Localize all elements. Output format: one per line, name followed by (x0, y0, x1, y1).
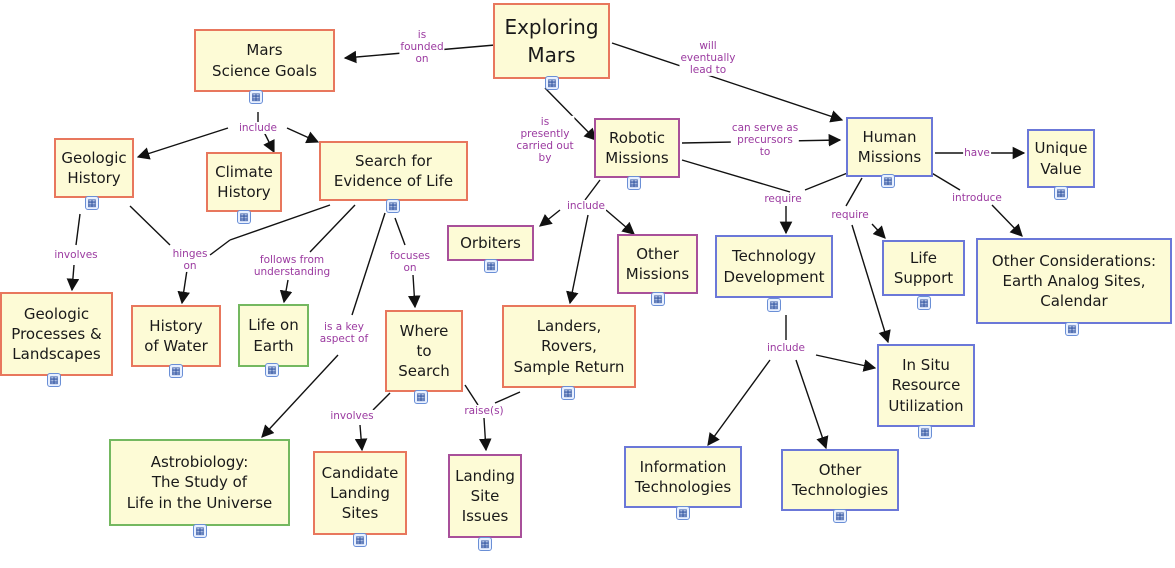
concept-label: Geologic Processes & Landscapes (11, 304, 102, 364)
concept-label: Geologic History (61, 148, 127, 187)
concept-geologic-processes[interactable]: Geologic Processes & Landscapes (0, 292, 113, 376)
concept-exploring-mars[interactable]: Exploring Mars (493, 3, 610, 79)
concept-technology-development[interactable]: Technology Development (715, 235, 833, 298)
concept-label: Where to Search (398, 321, 450, 381)
concept-label: Other Missions (625, 244, 690, 283)
concept-other-missions[interactable]: Other Missions (617, 234, 698, 294)
link-label-follows-from: follows from understanding (252, 253, 332, 279)
concept-science-goals[interactable]: Mars Science Goals (194, 29, 335, 92)
concept-life-support[interactable]: Life Support (882, 240, 965, 296)
concept-map-resource-icon[interactable]: ▦ (767, 298, 781, 312)
concept-label: Climate History (215, 162, 273, 201)
concept-label: Robotic Missions (605, 128, 669, 167)
link-label-founded-on: is founded on (399, 28, 445, 66)
concept-label: Human Missions (857, 127, 922, 166)
concept-map-resource-icon[interactable]: ▦ (386, 199, 400, 213)
concept-map-resource-icon[interactable]: ▦ (651, 292, 665, 306)
link-label-involves-geologic: involves (53, 248, 99, 262)
concept-label: In Situ Resource Utilization (888, 356, 964, 415)
concept-map-resource-icon[interactable]: ▦ (193, 524, 207, 538)
link-label-require-life: require (830, 208, 870, 222)
concept-label: Landers, Rovers, Sample Return (513, 317, 625, 376)
concept-label: Technology Development (723, 247, 825, 286)
concept-label: Landing Site Issues (455, 466, 515, 526)
concept-map-resource-icon[interactable]: ▦ (47, 373, 61, 387)
link-label-hinges-on: hinges on (171, 247, 209, 273)
concept-map-resource-icon[interactable]: ▦ (627, 176, 641, 190)
concept-landing-site-issues[interactable]: Landing Site Issues (448, 454, 522, 538)
concept-map-resource-icon[interactable]: ▦ (169, 364, 183, 378)
concept-other-technologies[interactable]: Other Technologies (781, 449, 899, 511)
concept-map-resource-icon[interactable]: ▦ (561, 386, 575, 400)
concept-label: Information Technologies (634, 457, 732, 496)
concept-map-resource-icon[interactable]: ▦ (545, 76, 559, 90)
link-label-raises: raise(s) (463, 404, 505, 418)
concept-where-to-search[interactable]: Where to Search (385, 310, 463, 392)
concept-astrobiology[interactable]: Astrobiology: The Study of Life in the U… (109, 439, 290, 526)
concept-candidate-landing-sites[interactable]: Candidate Landing Sites (313, 451, 407, 535)
concept-map-resource-icon[interactable]: ▦ (917, 296, 931, 310)
concept-map-resource-icon[interactable]: ▦ (353, 533, 367, 547)
concept-geologic-history[interactable]: Geologic History (54, 138, 134, 198)
link-label-focuses-on: focuses on (389, 249, 431, 275)
concept-map-resource-icon[interactable]: ▦ (1054, 186, 1068, 200)
link-label-have: have (963, 146, 991, 160)
concept-map-resource-icon[interactable]: ▦ (478, 537, 492, 551)
link-label-include-tech: include (765, 341, 807, 355)
concept-landers-rovers[interactable]: Landers, Rovers, Sample Return (502, 305, 636, 388)
concept-label: Candidate Landing Sites (321, 463, 399, 523)
concept-map-resource-icon[interactable]: ▦ (918, 425, 932, 439)
link-label-require-tech: require (763, 192, 803, 206)
concept-label: Life Support (893, 248, 954, 287)
link-label-include-robotic: include (565, 199, 607, 213)
concept-information-technologies[interactable]: Information Technologies (624, 446, 742, 508)
concept-map-resource-icon[interactable]: ▦ (484, 259, 498, 273)
concept-map-resource-icon[interactable]: ▦ (237, 210, 251, 224)
concept-map-resource-icon[interactable]: ▦ (881, 174, 895, 188)
link-label-include-goals: include (237, 121, 279, 135)
concept-label: Other Technologies (791, 460, 889, 499)
concept-map-resource-icon[interactable]: ▦ (265, 363, 279, 377)
concept-unique-value[interactable]: Unique Value (1027, 129, 1095, 188)
link-label-precursors: can serve as precursors to (730, 121, 800, 159)
concept-orbiters[interactable]: Orbiters (447, 225, 534, 261)
concept-history-of-water[interactable]: History of Water (131, 305, 221, 367)
concept-label: Life on Earth (248, 316, 299, 355)
concept-label: Astrobiology: The Study of Life in the U… (126, 453, 273, 512)
concept-map-resource-icon[interactable]: ▦ (833, 509, 847, 523)
link-label-carried-out: is presently carried out by (515, 115, 575, 165)
link-label-introduce: introduce (951, 191, 1003, 205)
link-label-will-lead: will eventually lead to (679, 39, 737, 77)
concept-search-for-life[interactable]: Search for Evidence of Life (319, 141, 468, 201)
concept-life-on-earth[interactable]: Life on Earth (238, 304, 309, 367)
concept-label: Orbiters (460, 233, 521, 252)
concept-label: History of Water (144, 316, 208, 355)
concept-label: Exploring Mars (504, 15, 599, 67)
concept-human-missions[interactable]: Human Missions (846, 117, 933, 177)
concept-label: Other Considerations: Earth Analog Sites… (991, 251, 1157, 311)
concept-map-resource-icon[interactable]: ▦ (1065, 322, 1079, 336)
concept-robotic-missions[interactable]: Robotic Missions (594, 118, 680, 178)
concept-label: Search for Evidence of Life (333, 151, 454, 190)
concept-climate-history[interactable]: Climate History (206, 152, 282, 212)
concept-map-resource-icon[interactable]: ▦ (85, 196, 99, 210)
concept-map-resource-icon[interactable]: ▦ (414, 390, 428, 404)
concept-label: Unique Value (1034, 139, 1088, 178)
concept-map-resource-icon[interactable]: ▦ (676, 506, 690, 520)
link-label-involves-search: involves (329, 409, 375, 423)
concept-other-considerations[interactable]: Other Considerations: Earth Analog Sites… (976, 238, 1172, 324)
concept-label: Mars Science Goals (212, 41, 317, 80)
concept-isru[interactable]: In Situ Resource Utilization (877, 344, 975, 427)
link-label-key-aspect: is a key aspect of (318, 320, 370, 346)
concept-map-resource-icon[interactable]: ▦ (249, 90, 263, 104)
